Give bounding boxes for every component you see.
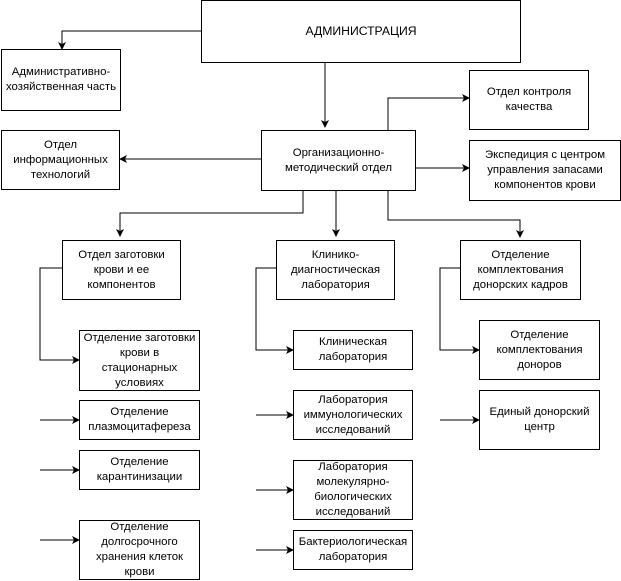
node-donor-recruitment: Отделение комплектования доноров <box>479 320 600 380</box>
node-blood-collection-dept: Отдел заготовки крови и ее компонентов <box>62 240 181 300</box>
node-plasmapheresis: Отделение плазмоцитафереза <box>79 400 200 440</box>
node-quarantine: Отделение карантинизации <box>79 450 200 490</box>
connector-komp-k1 <box>439 267 480 354</box>
connector-omo-qc <box>387 94 470 130</box>
connector-kdl-l1 <box>255 267 294 354</box>
node-expedition: Экспедиция с центром управления запасами… <box>469 140 621 201</box>
node-org-methodical: Организационно- методический отдел <box>261 130 416 191</box>
node-long-term-storage: Отделение долгосрочного хранения клеток … <box>79 520 200 580</box>
node-admin-economic-unit: Административно- хозяйственная часть <box>1 49 121 111</box>
node-immunology-lab: Лаборатория иммунологических исследовани… <box>293 390 413 440</box>
connector-zag-z1 <box>39 267 80 364</box>
node-administration: АДМИНИСТРАЦИЯ <box>201 0 521 63</box>
node-clinical-diagnostic-lab: Клинико- диагностическая лаборатория <box>276 240 395 300</box>
connector-omo-komp <box>387 191 524 238</box>
connector-admin-ahc <box>58 30 201 50</box>
node-it-department: Отдел информационных технологий <box>1 130 120 190</box>
node-quality-control: Отдел контроля качества <box>469 70 589 130</box>
node-bacteriology-lab: Бактериологическая лаборатория <box>293 530 413 570</box>
node-stationary-collection: Отделение заготовки крови в стационарных… <box>79 330 200 391</box>
node-unified-donor-center: Единый донорский центр <box>479 390 600 450</box>
node-molecular-lab: Лаборатория молекулярно- биологических и… <box>293 460 413 520</box>
node-clinical-lab: Клиническая лаборатория <box>293 330 413 370</box>
node-donor-staff-dept: Отделение комплектования донорских кадро… <box>460 240 581 300</box>
connector-omo-zag <box>116 191 304 237</box>
